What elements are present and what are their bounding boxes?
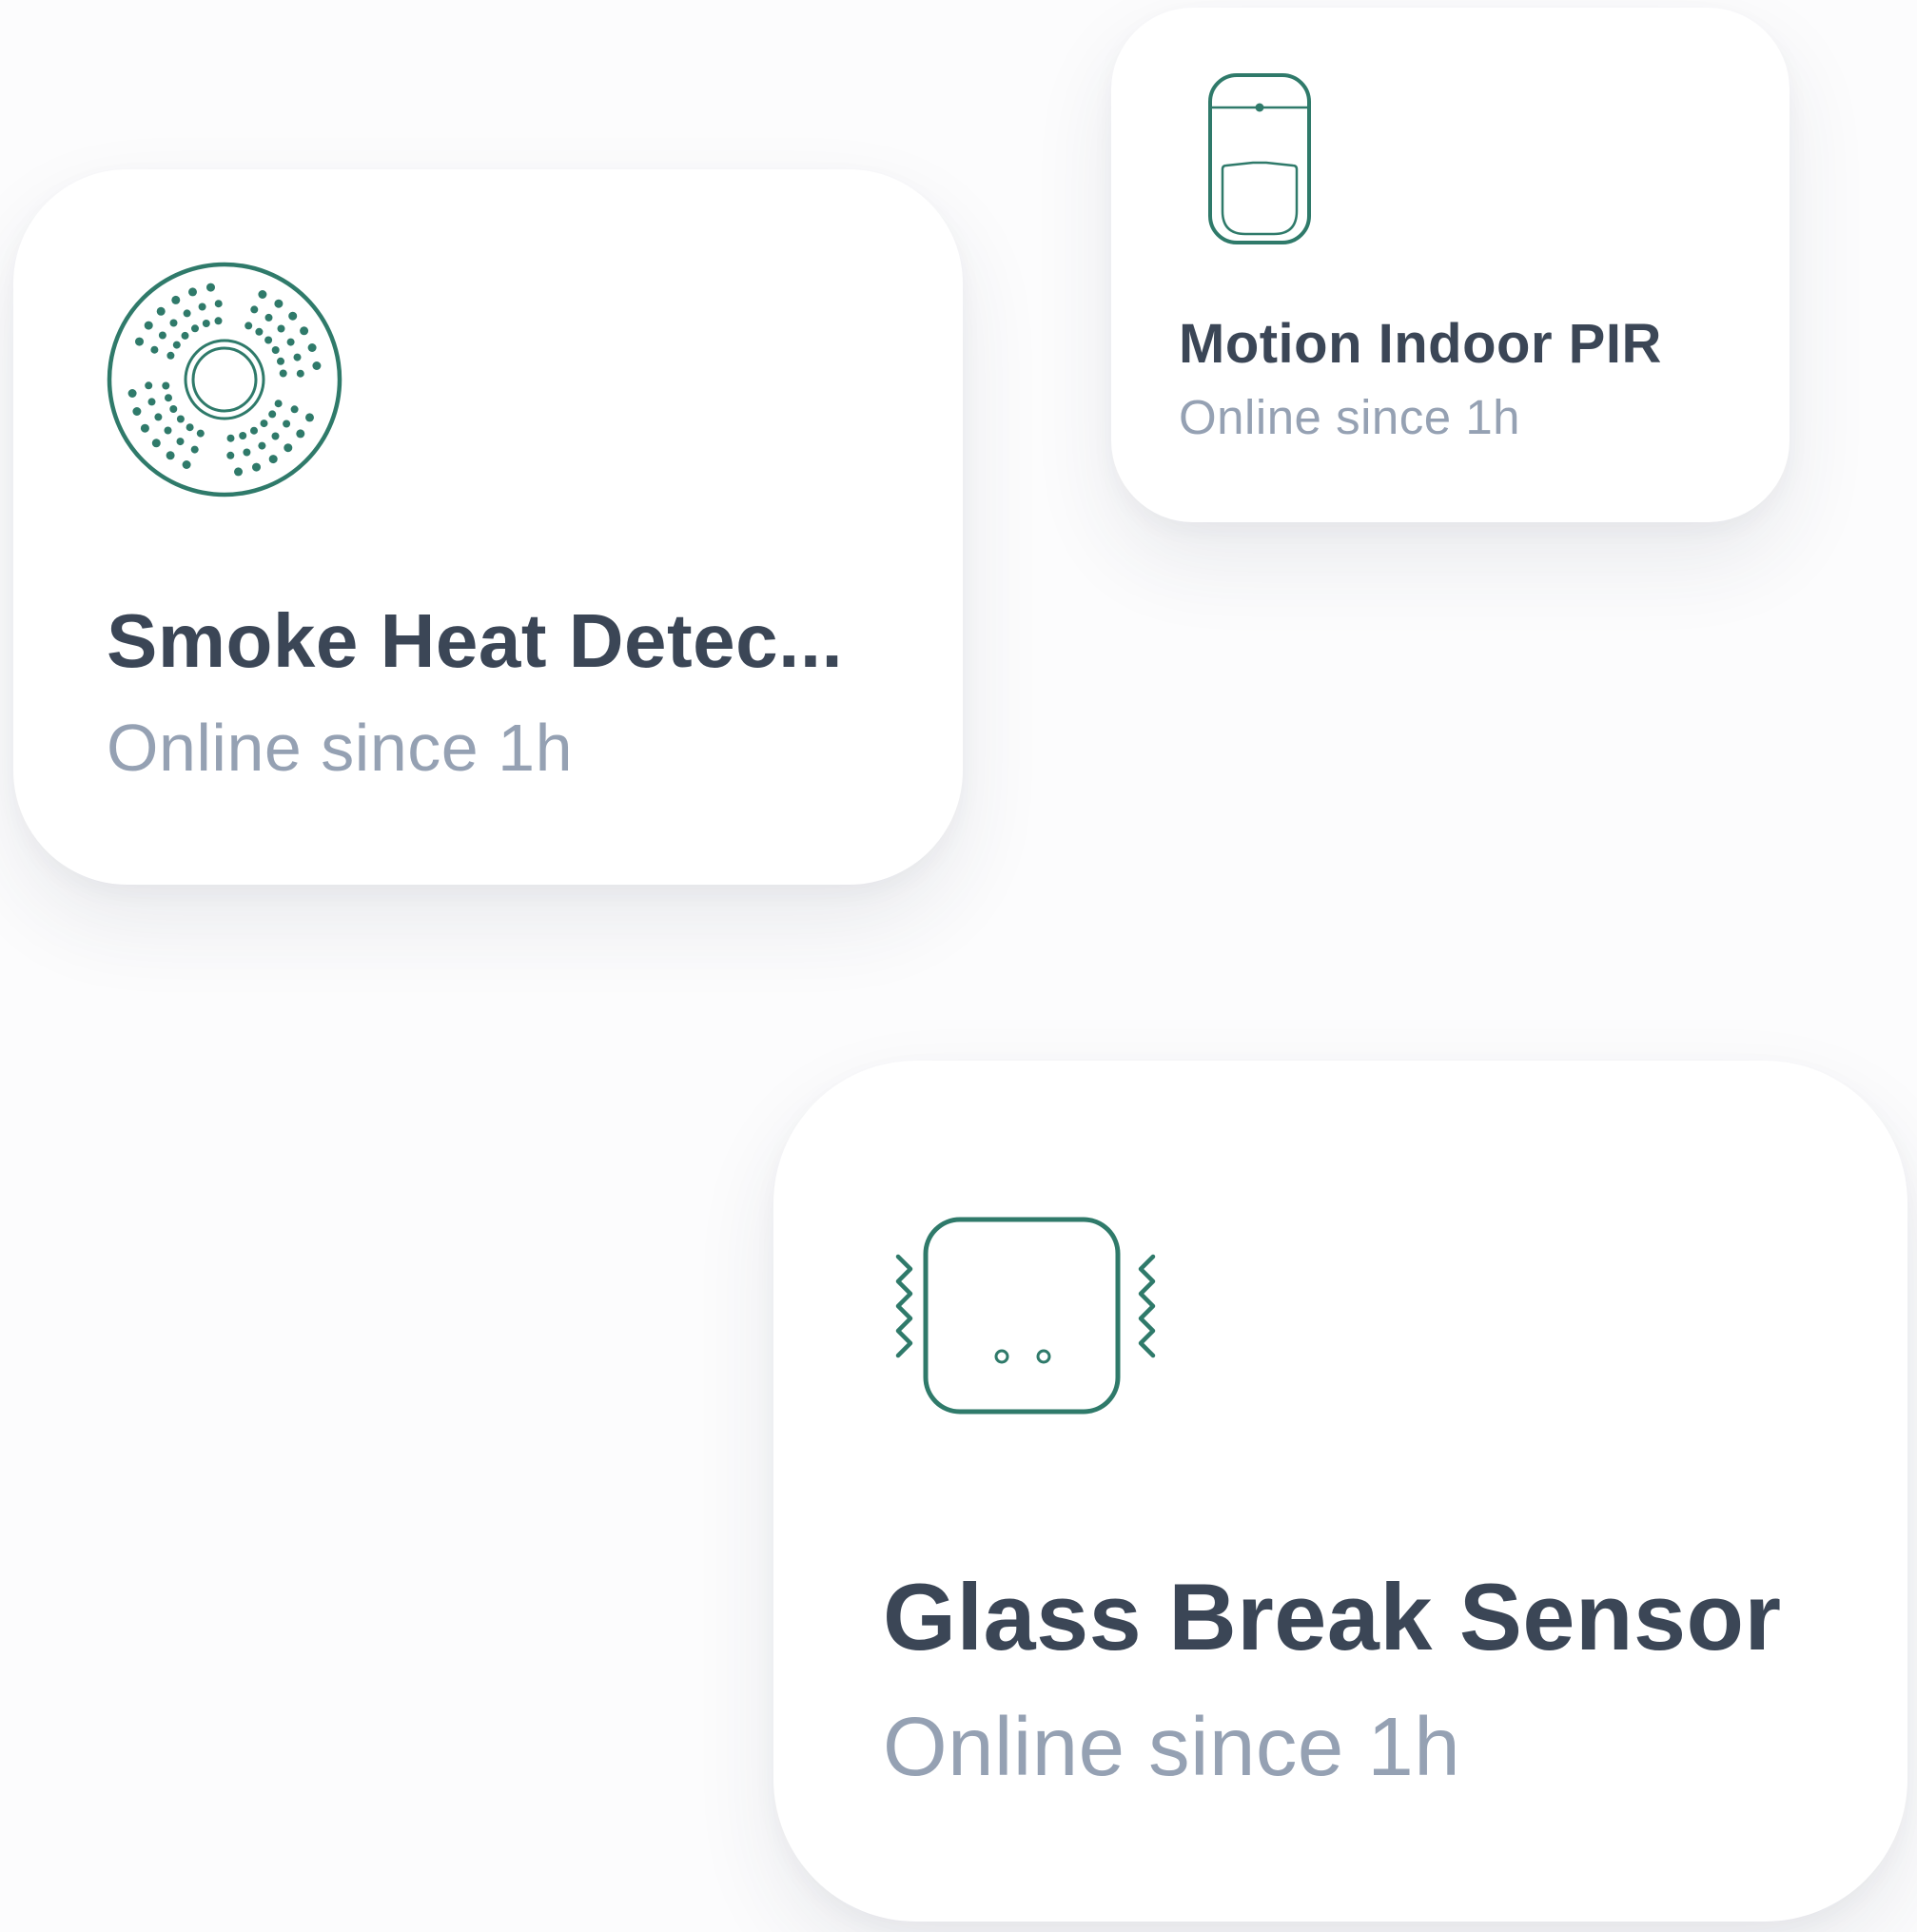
smoke-vent-dot xyxy=(150,345,159,354)
smoke-vent-dot xyxy=(286,338,295,346)
smoke-vent-dot xyxy=(140,423,149,433)
smoke-vent-dot xyxy=(164,426,172,435)
smoke-vent-dot xyxy=(202,320,210,327)
smoke-vent-dot xyxy=(176,415,185,423)
device-status: Online since 1h xyxy=(107,711,574,785)
smoke-vent-dot xyxy=(135,337,144,346)
smoke-vent-dot xyxy=(258,441,266,450)
device-card-glass-break-sensor[interactable]: Glass Break Sensor Online since 1h xyxy=(773,1061,1907,1922)
smoke-vent-dot xyxy=(250,305,259,314)
smoke-vent-dot xyxy=(268,410,277,419)
smoke-vent-dot xyxy=(226,434,235,442)
smoke-vent-dot xyxy=(172,341,181,349)
smoke-vent-dot xyxy=(245,322,253,330)
smoke-vent-dot xyxy=(147,398,156,406)
smoke-vent-dot xyxy=(288,311,298,321)
smoke-vent-dot xyxy=(305,413,314,422)
smoke-vent-dot xyxy=(271,432,280,440)
smoke-vent-dot xyxy=(290,405,299,414)
smoke-vent-dot xyxy=(166,451,175,460)
smoke-vent-dot xyxy=(214,300,223,308)
smoke-vent-dot xyxy=(296,369,304,378)
device-card-motion-indoor-pir[interactable]: Motion Indoor PIR Online since 1h xyxy=(1111,8,1790,522)
smoke-vent-dot xyxy=(277,324,285,333)
smoke-vent-dot xyxy=(279,369,287,378)
smoke-vent-dot xyxy=(183,309,191,318)
device-name: Motion Indoor PIR xyxy=(1179,313,1662,375)
smoke-vent-dot xyxy=(283,420,291,428)
smoke-vent-dot xyxy=(255,327,264,336)
smoke-vent-dot xyxy=(176,438,185,446)
smoke-vent-dot xyxy=(243,448,251,457)
smoke-vent-dot xyxy=(166,351,175,360)
smoke-vent-dot xyxy=(186,423,194,432)
smoke-vent-dot xyxy=(252,462,261,472)
smoke-vent-dot xyxy=(271,346,280,354)
smoke-vent-dot xyxy=(169,319,178,327)
smoke-vent-dot xyxy=(239,432,247,439)
smoke-vent-dot xyxy=(191,324,199,333)
smoke-vent-dot xyxy=(300,326,309,336)
smoke-vent-dot xyxy=(260,420,268,428)
smoke-vent-dot xyxy=(296,429,305,439)
smoke-vent-dot xyxy=(190,445,199,454)
smoke-vent-dot xyxy=(264,313,273,322)
smoke-detector-icon xyxy=(107,262,342,498)
smoke-vent-dot xyxy=(268,455,278,464)
smoke-vent-dot xyxy=(250,426,258,435)
smoke-vent-dot xyxy=(162,381,170,390)
smoke-vent-dot xyxy=(274,299,284,308)
smoke-vent-dot xyxy=(274,400,283,408)
device-status: Online since 1h xyxy=(883,1701,1461,1793)
smoke-vent-dot xyxy=(196,429,205,438)
smoke-vent-dot xyxy=(198,302,206,311)
smoke-vent-dot xyxy=(165,394,172,402)
smoke-vent-dot xyxy=(127,389,137,398)
smoke-vent-dot xyxy=(132,407,142,416)
smoke-vent-dot xyxy=(312,361,322,370)
smoke-vent-dot xyxy=(151,439,161,448)
smoke-vent-dot xyxy=(307,343,317,352)
device-status: Online since 1h xyxy=(1179,390,1521,444)
smoke-vent-dot xyxy=(234,467,243,477)
smoke-vent-dot xyxy=(214,317,223,325)
smoke-vent-dot xyxy=(258,290,267,299)
smoke-vent-dot xyxy=(158,331,166,340)
motion-sensor-icon xyxy=(1208,73,1311,244)
smoke-vent-dot xyxy=(171,295,181,304)
smoke-vent-dot xyxy=(169,405,178,413)
smoke-vent-dot xyxy=(206,283,215,292)
smoke-vent-dot xyxy=(277,357,284,365)
device-card-smoke-heat-detector[interactable]: Smoke Heat Detec... Online since 1h xyxy=(13,169,963,885)
smoke-vent-dot xyxy=(145,381,153,390)
smoke-vent-dot xyxy=(182,460,191,469)
smoke-vent-dot xyxy=(188,287,197,297)
smoke-vent-dot xyxy=(293,353,302,361)
smoke-vent-dot xyxy=(226,451,235,459)
smoke-vent-dot xyxy=(144,321,153,330)
smoke-vent-dot xyxy=(181,331,189,340)
smoke-vent-dot xyxy=(264,336,273,344)
device-name: Smoke Heat Detec... xyxy=(107,598,844,683)
device-name: Glass Break Sensor xyxy=(883,1564,1782,1669)
glass-break-sensor-icon xyxy=(895,1217,1156,1415)
smoke-vent-dot xyxy=(154,413,163,421)
smoke-vent-dot xyxy=(284,443,293,453)
smoke-vent-dot xyxy=(156,306,166,316)
